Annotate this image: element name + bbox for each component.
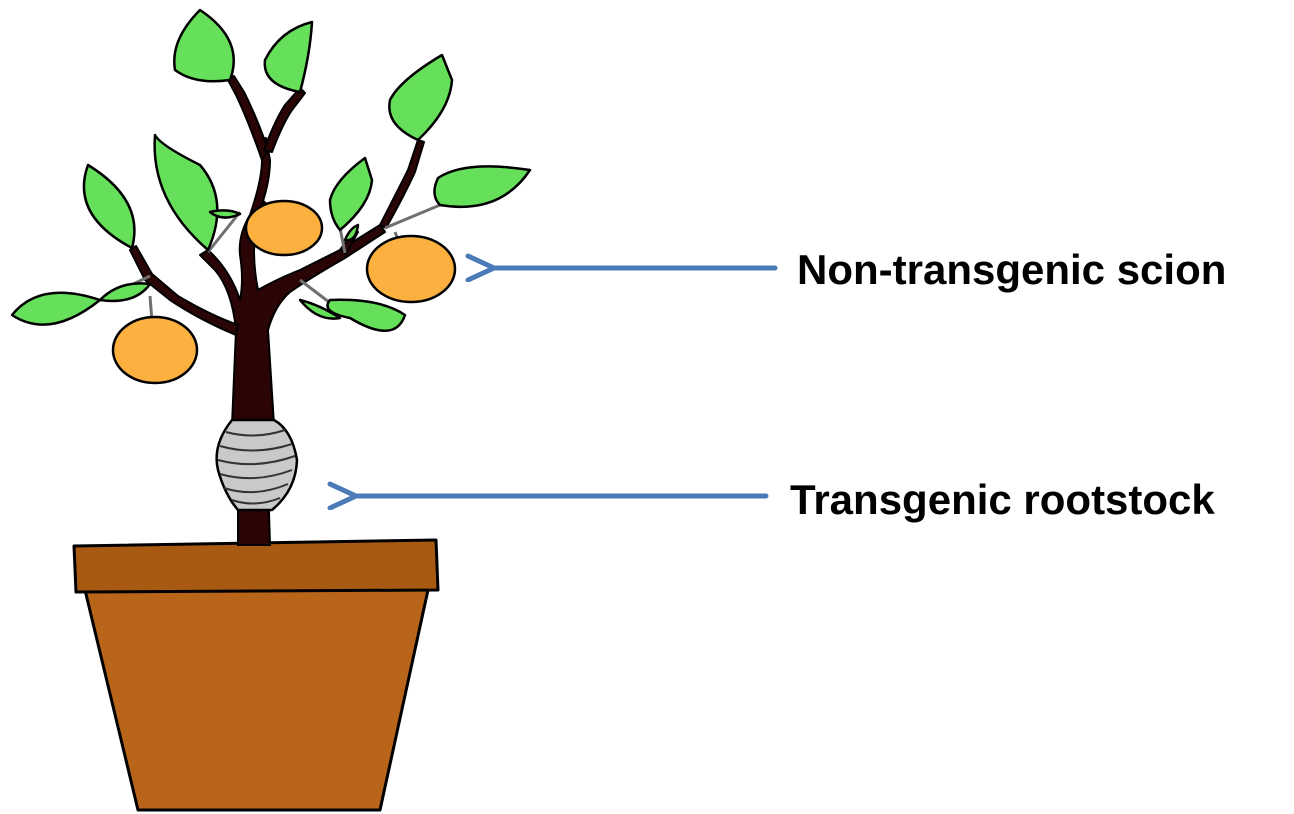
rootstock-label: Transgenic rootstock <box>790 479 1215 521</box>
leaf <box>389 55 452 140</box>
pot-rim <box>74 540 438 592</box>
leaf <box>328 300 406 331</box>
scion-label: Non-transgenic scion <box>797 249 1226 291</box>
leaf <box>84 165 134 248</box>
fruit <box>246 201 322 255</box>
leaf <box>345 225 358 240</box>
fruit <box>113 317 197 383</box>
flower-pot <box>74 540 438 810</box>
leaf <box>155 135 218 250</box>
graft-union-wrap <box>217 420 297 510</box>
fruit <box>367 236 455 302</box>
leaf <box>100 283 150 301</box>
leaf <box>12 293 100 325</box>
pot-body <box>85 590 428 810</box>
leaf <box>330 158 372 230</box>
leaf <box>174 10 233 81</box>
leaf <box>434 166 530 206</box>
leaf <box>265 22 312 92</box>
